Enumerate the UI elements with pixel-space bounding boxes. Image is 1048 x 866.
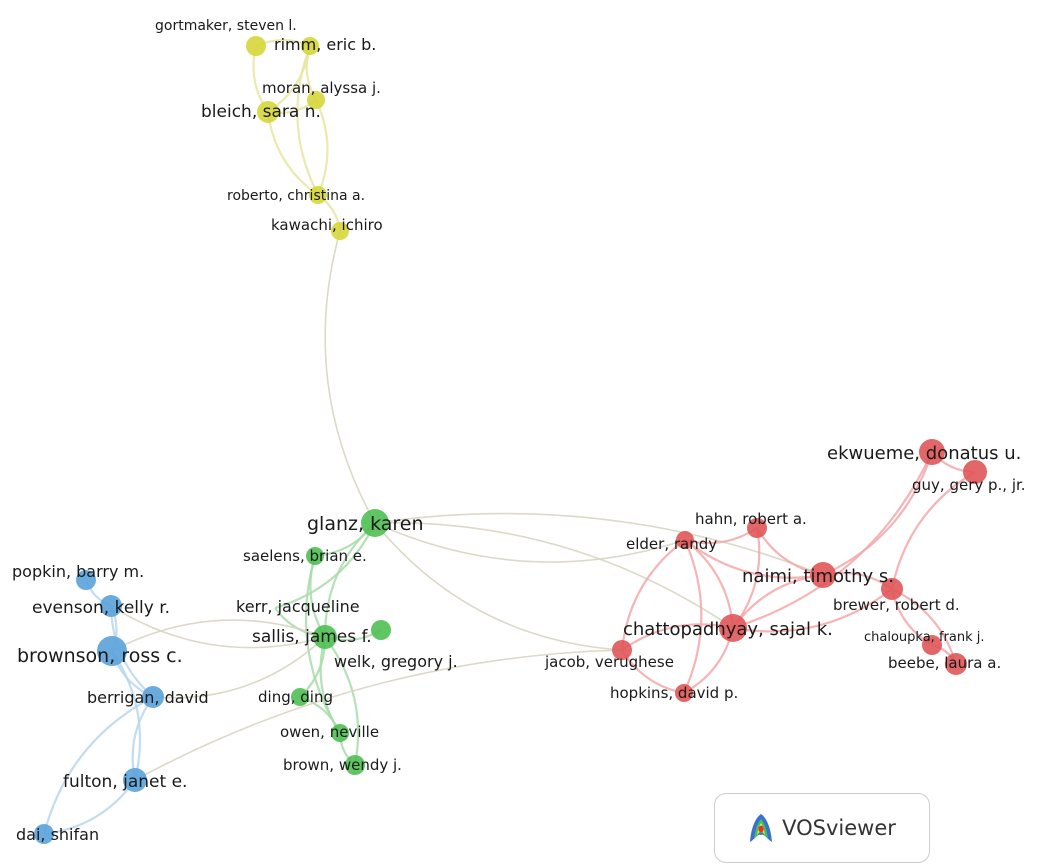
label-gortmaker[interactable]: gortmaker, steven l. [155,18,297,34]
link-glanz-kerr [274,522,376,610]
node-dai[interactable] [34,824,54,844]
node-hopkins[interactable] [675,684,693,702]
label-dai[interactable]: dai, shifan [16,825,99,844]
link-ekwueme-chatto [732,451,933,630]
link-sallis-brownw [324,636,360,766]
labels-layer: gortmaker, steven l.rimm, eric b. moran, … [12,18,1026,844]
node-fulton[interactable] [123,768,147,792]
label-elder[interactable]: elder, randy [626,535,717,553]
link-berrigan-fulton [131,696,154,781]
node-naimi[interactable] [810,562,836,588]
link-guy-brewer [890,471,976,590]
link-elder-jacob [620,539,686,651]
link-glanz-sallis [323,522,376,638]
node-guy[interactable] [963,460,987,484]
link-glanz-elder [374,522,686,563]
node-ding[interactable] [291,688,309,706]
node-chaloupka[interactable] [922,635,942,655]
label-welk[interactable]: welk, gregory j. [334,652,458,671]
link-sallis-berrigan [152,636,326,699]
node-evenson[interactable] [100,595,122,617]
node-gortmaker[interactable] [246,36,266,56]
link-sallis-evenson [110,605,326,649]
link-bleich-roberto [266,111,319,196]
label-hopkins[interactable]: hopkins, david p. [610,684,738,702]
node-owen[interactable] [331,724,349,742]
label-owen[interactable]: owen, neville [280,723,379,741]
node-berrigan[interactable] [142,686,164,708]
node-beebe[interactable] [945,653,967,675]
label-brownw[interactable]: brown, wendy j. [283,756,402,774]
node-ekwueme[interactable] [919,439,945,465]
nodes-layer [34,36,987,844]
link-naimi-ekwueme [822,451,934,576]
node-moran[interactable] [307,91,325,109]
node-rimm[interactable] [301,37,319,55]
node-kawachi[interactable] [331,222,349,240]
label-glanz[interactable]: glanz, karen [307,513,424,535]
node-sallis[interactable] [313,625,337,649]
node-welk[interactable] [371,620,391,640]
node-roberto[interactable] [309,186,327,204]
label-chaloupka[interactable]: chaloupka, frank j. [864,630,984,645]
link-brownson-fulton [111,650,142,781]
label-moran[interactable]: moran, alyssa j. [262,79,381,97]
label-guy[interactable]: guy, gery p., jr. [912,476,1026,494]
node-popkin[interactable] [76,570,96,590]
link-brewer-chatto [732,588,893,633]
link-elder-hopkins [682,539,703,694]
link-fulton-jacob [134,649,623,781]
label-kerr[interactable]: kerr, jacqueline [236,597,360,616]
label-chatto[interactable]: chattopadhyay, sajal k. [623,619,833,640]
label-popkin[interactable]: popkin, barry m. [12,562,144,581]
link-fulton-dai [43,779,136,836]
link-berrigan-dai [42,696,154,835]
node-saelens[interactable] [306,547,324,565]
node-chatto[interactable] [719,614,747,642]
label-jacob[interactable]: jacob, verughese [544,653,674,671]
label-kawachi[interactable]: kawachi, ichiro [271,216,383,234]
link-moran-roberto [315,99,329,196]
label-saelens[interactable]: saelens, brian e. [243,547,367,565]
label-evenson[interactable]: evenson, kelly r. [32,598,170,618]
node-brewer[interactable] [881,578,903,600]
node-elder[interactable] [676,531,694,549]
node-bleich[interactable] [257,101,279,123]
label-brewer[interactable]: brewer, robert d. [833,596,960,614]
node-hahn[interactable] [747,518,767,538]
label-ding[interactable]: ding, ding [258,688,333,706]
label-bleich[interactable]: bleich, sara n. [201,102,321,122]
vosviewer-logo-icon [750,814,773,842]
links-layer [42,38,976,836]
link-glanz-chatto [374,521,734,629]
vosviewer-logo-text: VOSviewer [782,816,896,840]
link-glanz-naimi [374,512,824,576]
node-brownson[interactable] [97,636,127,666]
label-ekwueme[interactable]: ekwueme, donatus u. [827,443,1021,464]
label-sallis[interactable]: sallis, james f. [252,627,372,647]
link-kawachi-glanz [324,230,376,524]
link-brewer-beebe [891,588,958,665]
link-sallis-brownson [111,619,326,652]
link-glanz-jacob [374,522,623,651]
label-hahn[interactable]: hahn, robert a. [695,510,807,528]
node-glanz[interactable] [361,509,389,537]
link-saelens-owen [304,555,341,734]
link-elder-chatto [684,539,735,629]
label-beebe[interactable]: beebe, laura a. [888,654,1001,672]
node-brownw[interactable] [345,755,365,775]
label-brownson[interactable]: brownson, ross c. [17,645,183,667]
label-fulton[interactable]: fulton, janet e. [63,772,187,792]
label-naimi[interactable]: naimi, timothy s. [742,566,894,587]
node-jacob[interactable] [612,640,632,660]
label-roberto[interactable]: roberto, christina a. [227,188,365,204]
vosviewer-logo-badge[interactable]: VOSviewer [714,793,930,863]
link-rimm-roberto [296,45,319,196]
label-berrigan[interactable]: berrigan, david [87,688,209,707]
label-rimm[interactable]: rimm, eric b. [274,35,376,54]
